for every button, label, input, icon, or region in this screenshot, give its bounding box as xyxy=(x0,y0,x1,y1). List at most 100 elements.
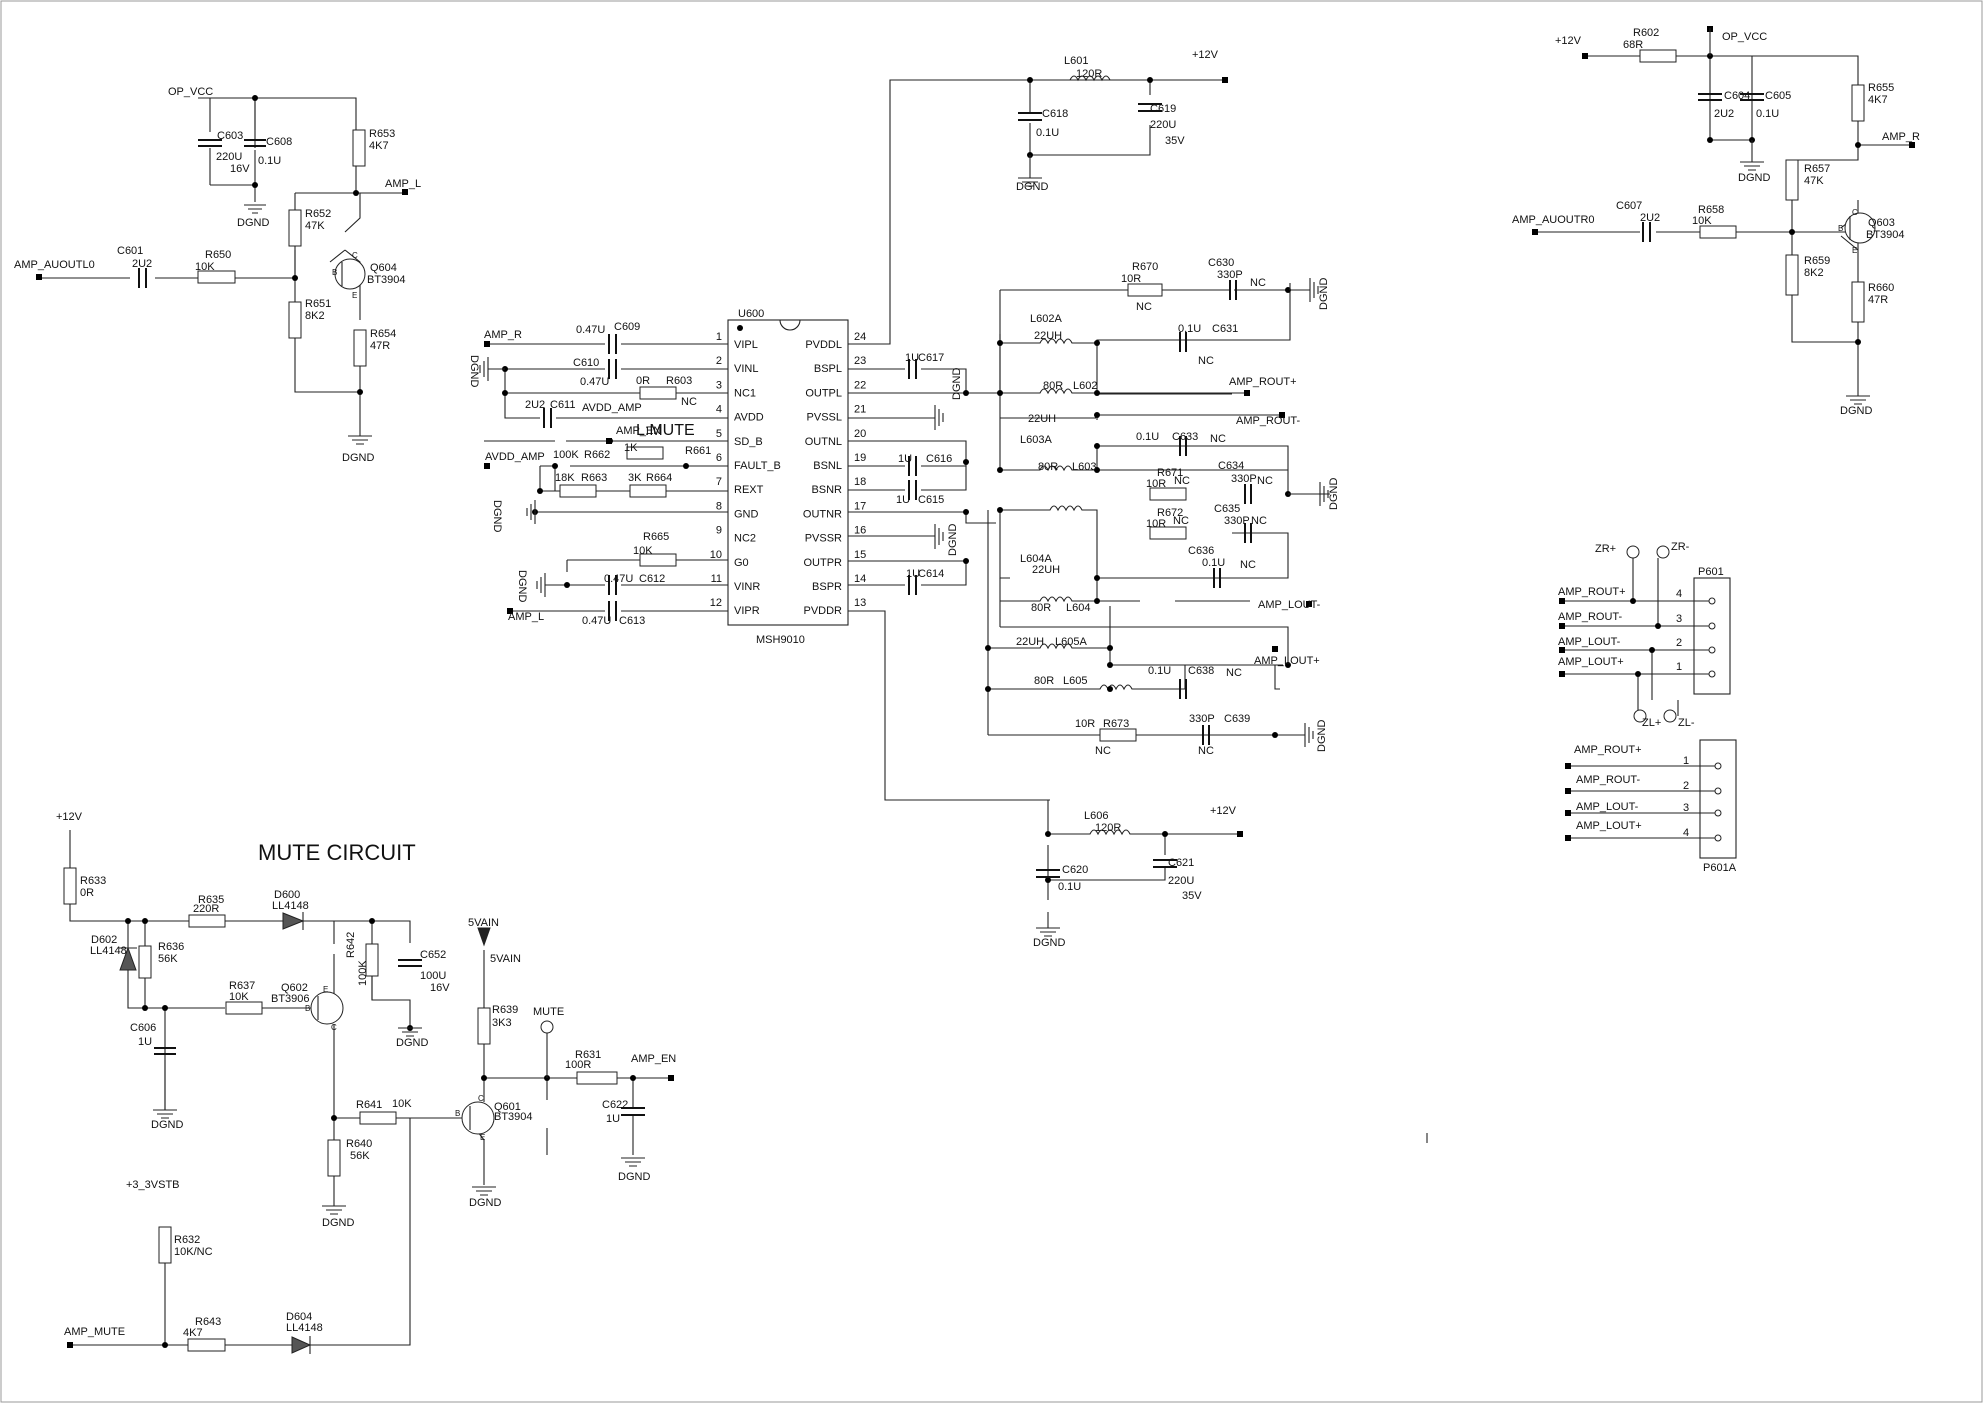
l602a-value: 22UH xyxy=(1034,330,1062,342)
transistor-pin-b: B xyxy=(332,268,337,277)
c652-value: 100U xyxy=(420,970,446,982)
l604-ref: L604 xyxy=(1066,602,1090,614)
lmute-label: L:MUTE xyxy=(636,422,695,439)
u600-pin-name: VINL xyxy=(734,363,758,375)
p601-rout-n: AMP_ROUT- xyxy=(1558,611,1623,623)
c608-value: 0.1U xyxy=(258,155,281,167)
u600-pin-number: 4 xyxy=(716,404,722,416)
c607-value: 2U2 xyxy=(1640,212,1660,224)
r661-ref: R661 xyxy=(685,445,711,457)
transistor-pin-e: E xyxy=(480,1133,485,1142)
net-op-vcc-r: OP_VCC xyxy=(1722,31,1767,43)
net-dgnd-13: DGND xyxy=(491,500,503,532)
r655-value: 4K7 xyxy=(1868,94,1888,106)
r670-value: NC xyxy=(1136,301,1152,313)
net-amp-en-1: AMP_EN xyxy=(616,425,661,437)
c611-value: 2U2 xyxy=(525,399,545,411)
output-filters xyxy=(985,278,1330,747)
r665-ref: R665 xyxy=(643,531,669,543)
r635-value: 220R xyxy=(193,903,219,915)
q601-value: BT3904 xyxy=(494,1111,533,1123)
c606-ref: C606 xyxy=(130,1022,156,1034)
net-dgnd-17: DGND xyxy=(1318,278,1330,310)
p601-pin-number: 4 xyxy=(1676,588,1682,600)
net-12v-1: +12V xyxy=(1192,49,1219,61)
c634-value: 330P xyxy=(1231,473,1257,485)
r661-value: 1K xyxy=(624,442,638,454)
net-dgnd-2: DGND xyxy=(342,452,374,464)
r671-value: 10R xyxy=(1146,478,1166,490)
r639-ref: R639 xyxy=(492,1004,518,1016)
u600-pin-number: 22 xyxy=(854,379,866,391)
p601-rout-p: AMP_ROUT+ xyxy=(1558,586,1626,598)
u600-pin-name: PVDDL xyxy=(805,339,842,351)
r672-value: NC xyxy=(1173,515,1189,527)
d604-ref: D604 xyxy=(286,1311,312,1323)
u600-pin-name: OUTPL xyxy=(805,387,842,399)
l603a-ref: L603A xyxy=(1020,434,1052,446)
net-dgnd-9: DGND xyxy=(322,1217,354,1229)
u600-pin-name: OUTPR xyxy=(804,557,843,569)
l602-ref: L602 xyxy=(1073,380,1097,392)
c619-value: 35V xyxy=(1165,135,1185,147)
p601a-rout-p: AMP_ROUT+ xyxy=(1574,744,1642,756)
c604-value: 2U2 xyxy=(1714,108,1734,120)
r650-ref: R650 xyxy=(205,249,231,261)
r654-value: 47R xyxy=(370,340,390,352)
net-dgnd-7: DGND xyxy=(151,1119,183,1131)
c621-value: 220U xyxy=(1168,875,1194,887)
c610-value: 0.47U xyxy=(580,376,609,388)
u600-pin-number: 14 xyxy=(854,573,866,585)
r657-value: 47K xyxy=(1804,175,1824,187)
c620-value: 0.1U xyxy=(1058,881,1081,893)
transistor-pin-b: B xyxy=(1838,224,1843,233)
net-amp-rout-n: AMP_ROUT- xyxy=(1236,415,1301,427)
r665-value: 10K xyxy=(633,545,653,557)
net-op-vcc-l: OP_VCC xyxy=(168,86,213,98)
r650-value: 10K xyxy=(195,261,215,273)
c615-value: 1U xyxy=(896,494,910,506)
c622-value: 1U xyxy=(606,1113,620,1125)
c622-ref: C622 xyxy=(602,1099,628,1111)
c618-ref: C618 xyxy=(1042,108,1068,120)
p601a-pin-number: 2 xyxy=(1683,780,1689,792)
u600-pin-name: FAULT_B xyxy=(734,460,781,472)
r672-ref: R672 xyxy=(1157,507,1183,519)
r603-value: 0R xyxy=(636,375,650,387)
r660-ref: R660 xyxy=(1868,282,1894,294)
r602-ref: R602 xyxy=(1633,27,1659,39)
c616-ref: C616 xyxy=(926,453,952,465)
right-buffer-circuit xyxy=(1532,26,1915,405)
u600-pin-name: G0 xyxy=(734,557,749,569)
u600-pin-number: 2 xyxy=(716,355,722,367)
mute-circuit-title: MUTE CIRCUIT xyxy=(258,840,416,865)
p601a-pin-number: 3 xyxy=(1683,802,1689,814)
r603-ref: R603 xyxy=(666,375,692,387)
r652-ref: R652 xyxy=(305,208,331,220)
transistor-pin-c: C xyxy=(478,1094,484,1103)
transistor-pin-b: B xyxy=(305,1004,310,1013)
r658-ref: R658 xyxy=(1698,204,1724,216)
d600-ref: D600 xyxy=(274,889,300,901)
l602a-ref: L602A xyxy=(1030,313,1062,325)
transistor-pin-e: E xyxy=(323,985,328,994)
r671-ref: R671 xyxy=(1157,467,1183,479)
r662-ref: R662 xyxy=(584,449,610,461)
component-labels: C603220U16VC6080.1UR6534K7R65247KQ604BT3… xyxy=(80,27,1905,1339)
ic-input-wiring xyxy=(479,334,728,621)
c612-ref: C612 xyxy=(639,573,665,585)
r671-value: NC xyxy=(1174,475,1190,487)
net-dgnd-8: DGND xyxy=(396,1037,428,1049)
c603-value: 16V xyxy=(230,163,250,175)
q603-ref: Q603 xyxy=(1868,217,1895,229)
r673-value: NC xyxy=(1095,745,1111,757)
c609-value: 0.47U xyxy=(576,324,605,336)
d604-value: LL4148 xyxy=(286,1322,323,1334)
u600-pin-number: 11 xyxy=(711,573,722,585)
tp-zl-p: ZL+ xyxy=(1642,717,1661,729)
r655-ref: R655 xyxy=(1868,82,1894,94)
r639-value: 3K3 xyxy=(492,1017,512,1029)
r633-value: 0R xyxy=(80,887,94,899)
r640-ref: R640 xyxy=(346,1138,372,1150)
